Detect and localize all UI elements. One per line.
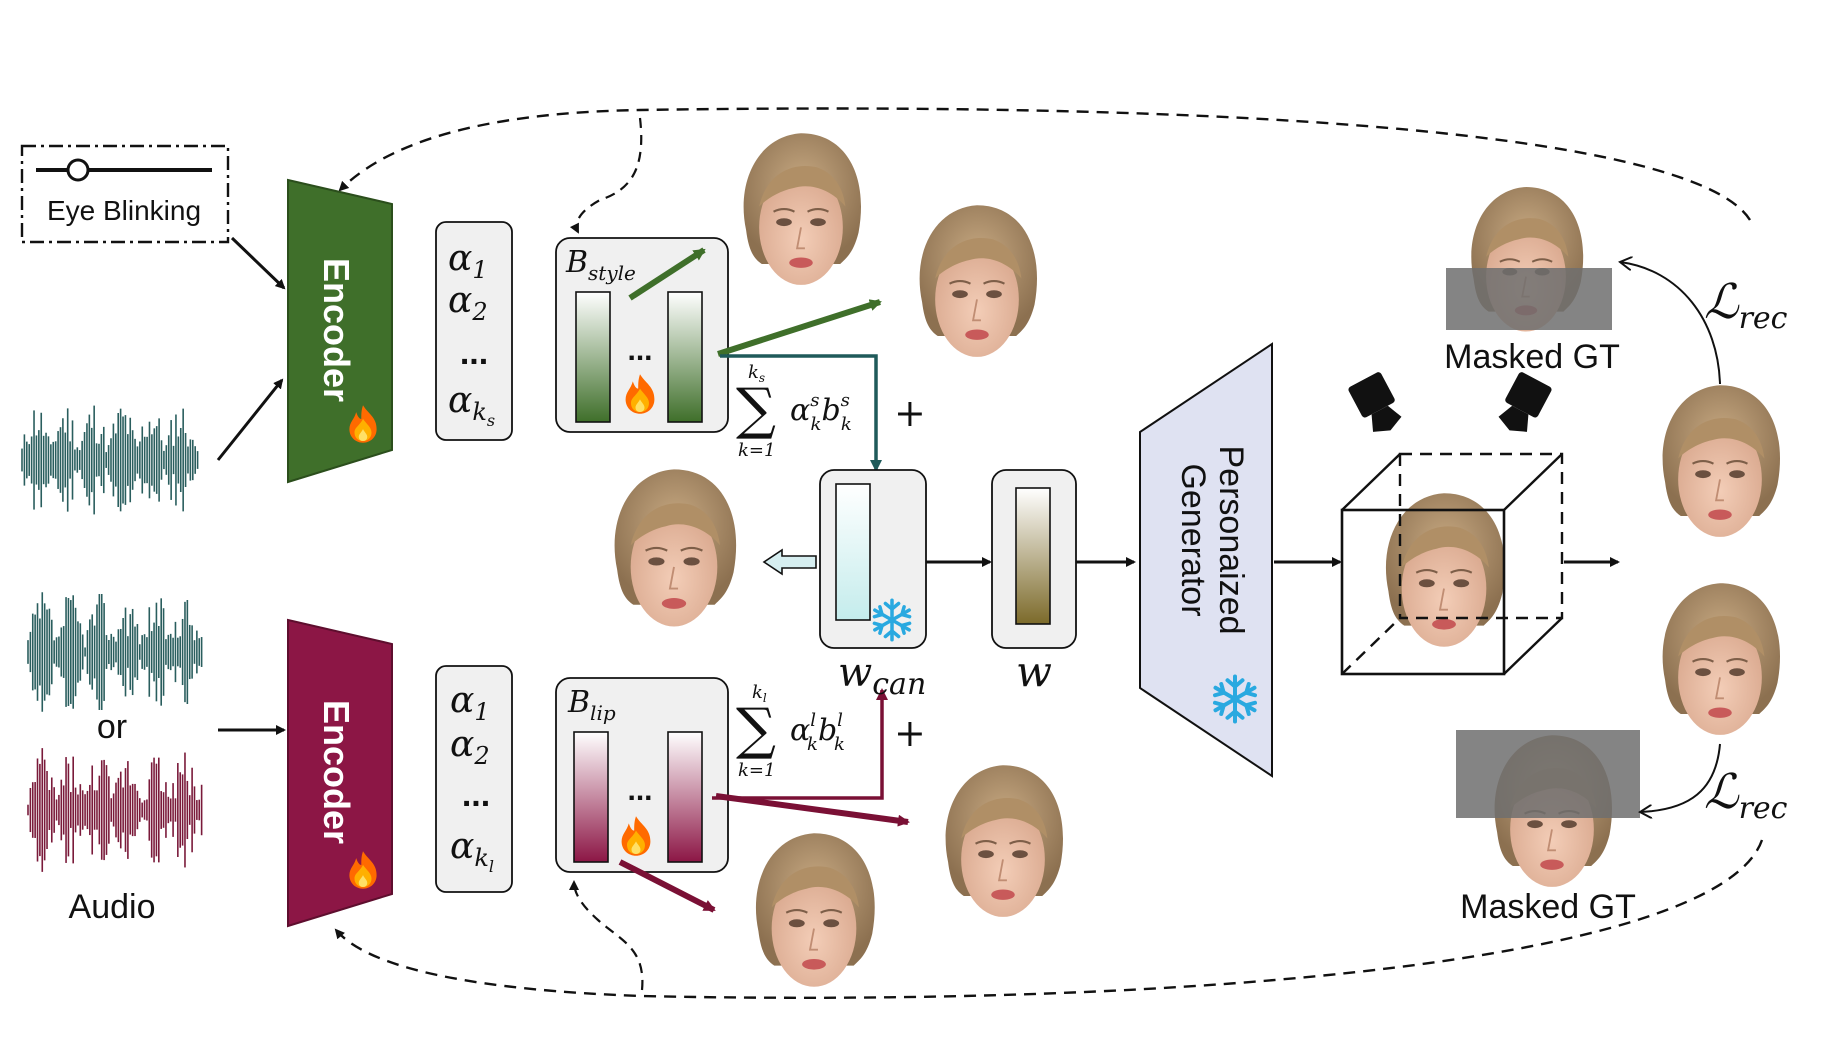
loss-arrow-top bbox=[1620, 262, 1721, 385]
face-image-lip-2 bbox=[754, 831, 877, 989]
svg-text:k=1: k=1 bbox=[738, 760, 775, 781]
svg-text:w: w bbox=[1016, 647, 1052, 696]
personalized-generator: Personaized Generator bbox=[1139, 342, 1273, 778]
hollow-arrow-canonical bbox=[762, 548, 817, 576]
feedback-loop-top bbox=[338, 107, 1752, 221]
style-encoder: Encoder bbox=[287, 178, 393, 484]
svg-text:∑: ∑ bbox=[736, 377, 776, 442]
render-volume-cube bbox=[1340, 370, 1564, 676]
svg-text:Encoder: Encoder bbox=[316, 700, 357, 844]
masked-gt-bottom-label: Masked GT bbox=[1460, 888, 1636, 926]
svg-text:α1: α1 bbox=[448, 238, 488, 284]
svg-text:...: ... bbox=[627, 774, 652, 807]
feedback-loop-bottom bbox=[334, 839, 1764, 999]
svg-text:Personaized: Personaized bbox=[1212, 445, 1250, 634]
eye-blinking-control: Eye Blinking bbox=[20, 144, 230, 244]
svg-text:ks: ks bbox=[748, 362, 765, 385]
svg-text:...: ... bbox=[460, 334, 488, 372]
svg-text:αks: αks bbox=[448, 380, 495, 430]
eye-blinking-label: Eye Blinking bbox=[47, 195, 201, 226]
face-image-style-2 bbox=[918, 203, 1039, 359]
face-image-style-1 bbox=[742, 131, 863, 287]
svg-text:Blip: Blip bbox=[567, 685, 616, 725]
svg-text:α2: α2 bbox=[450, 724, 490, 770]
svg-text:k=1: k=1 bbox=[738, 440, 775, 461]
svg-text:wcan: wcan bbox=[838, 650, 926, 702]
svg-text:...: ... bbox=[462, 776, 490, 814]
style-basis: Bstyle ... bbox=[555, 237, 729, 433]
svg-text:+: + bbox=[894, 391, 926, 435]
svg-text:+: + bbox=[894, 711, 926, 755]
svg-text:Encoder: Encoder bbox=[316, 258, 357, 402]
masked-gt-top-label: Masked GT bbox=[1444, 338, 1620, 376]
svg-text:α1: α1 bbox=[450, 680, 490, 726]
camera-icon bbox=[1347, 370, 1407, 440]
mask-overlay-top bbox=[1446, 268, 1612, 330]
camera-icon bbox=[1493, 370, 1553, 440]
audio-waveform-maroon bbox=[27, 748, 203, 872]
loss-arrow-bottom bbox=[1640, 743, 1721, 812]
svg-text:Bstyle: Bstyle bbox=[565, 245, 636, 285]
lip-encoder: Encoder bbox=[287, 618, 393, 928]
lip-basis: Blip ... bbox=[555, 677, 729, 873]
feedback-branch-bottom bbox=[569, 880, 644, 991]
audio-waveform-teal bbox=[27, 592, 203, 712]
style-coefficients: α1 α2 ... αks bbox=[435, 221, 513, 441]
loss-label-bottom: ℒrec bbox=[1704, 764, 1788, 826]
w-box: w bbox=[991, 469, 1077, 696]
face-image-canonical bbox=[612, 467, 738, 629]
svg-text:α2: α2 bbox=[448, 280, 488, 326]
face-image-output-2 bbox=[1661, 581, 1782, 737]
feedback-branch-top bbox=[569, 117, 643, 234]
lip-coefficients: α1 α2 ... αkl bbox=[435, 665, 513, 893]
svg-text:Generator: Generator bbox=[1174, 463, 1212, 616]
svg-text:αkl: αkl bbox=[450, 826, 494, 876]
mask-overlay-bottom bbox=[1456, 730, 1640, 818]
audio-label: Audio bbox=[69, 888, 156, 926]
or-label: or bbox=[97, 708, 127, 746]
svg-text:...: ... bbox=[627, 334, 652, 367]
face-image-output-1 bbox=[1661, 383, 1782, 539]
loss-label-top: ℒrec bbox=[1704, 274, 1788, 336]
face-image-lip-1 bbox=[944, 763, 1065, 919]
w-can-box: wcan bbox=[819, 469, 927, 702]
face-image-render bbox=[1384, 491, 1507, 649]
audio-waveform-style bbox=[21, 405, 199, 515]
svg-text:kl: kl bbox=[752, 682, 767, 705]
svg-text:∑: ∑ bbox=[736, 697, 776, 762]
